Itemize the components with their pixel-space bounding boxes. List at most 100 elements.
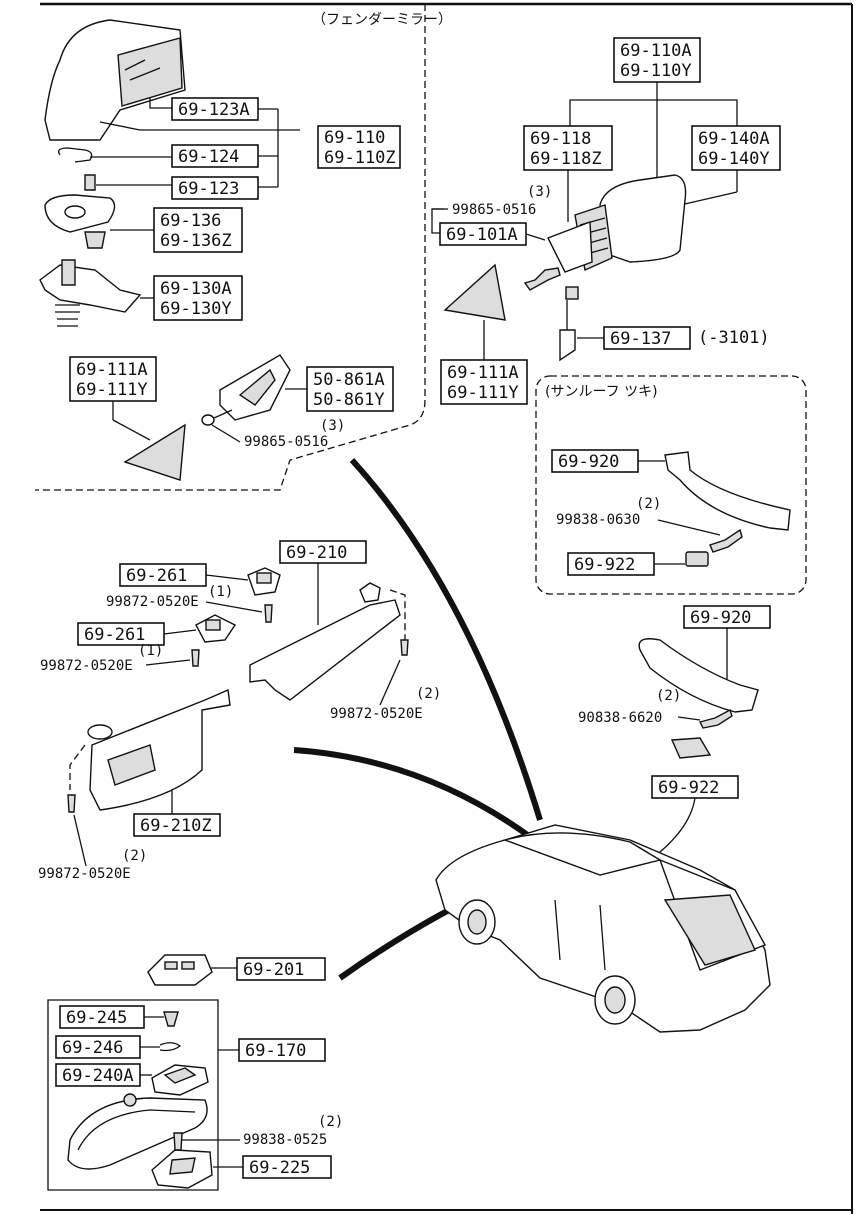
screw-99865-left-part [201, 409, 233, 426]
svg-text:(2): (2) [122, 848, 147, 864]
svg-text:69-240A: 69-240A [62, 1066, 134, 1086]
bulb-69-246-part [159, 1042, 182, 1052]
svg-text:(2): (2) [416, 686, 441, 702]
pivot-part [565, 286, 579, 300]
label-69-110: 69-110 69-110Z [317, 125, 401, 169]
svg-text:(1): (1) [138, 643, 163, 659]
label-69-110A: 69-110A 69-110Y [613, 37, 701, 83]
svg-text:99872-0520E: 99872-0520E [330, 706, 423, 722]
svg-text:69-110: 69-110 [324, 128, 385, 148]
svg-text:69-136Z: 69-136Z [160, 231, 232, 251]
svg-text:69-123: 69-123 [178, 179, 239, 199]
svg-text:50-861Y: 50-861Y [313, 390, 385, 410]
svg-text:69-920: 69-920 [558, 452, 619, 472]
screw-69-101A-part [523, 267, 561, 291]
svg-text:99838-0630: 99838-0630 [556, 512, 640, 528]
console-69-201-part [147, 954, 213, 986]
svg-text:(2): (2) [636, 496, 661, 512]
svg-text:99838-0525: 99838-0525 [243, 1132, 327, 1148]
label-69-111-right: 69-111A 69-111Y [440, 359, 528, 405]
svg-text:69-170: 69-170 [245, 1041, 306, 1061]
svg-text:99865-0516: 99865-0516 [244, 434, 328, 450]
svg-text:(3): (3) [320, 418, 345, 434]
label-69-201: 69-201 [236, 957, 326, 981]
grip-69-920-part [638, 638, 759, 713]
lamp-69-240A-part [151, 1064, 209, 1096]
door-mirror-part [547, 174, 687, 273]
svg-text:69-210: 69-210 [286, 543, 347, 563]
label-69-246: 69-246 [55, 1035, 141, 1059]
svg-text:90838-6620: 90838-6620 [578, 710, 662, 726]
label-69-920: 69-920 [683, 605, 771, 629]
label-69-922: 69-922 [651, 775, 739, 799]
pointer-line-mirror [349, 457, 543, 821]
label-69-140: 69-140A 69-140Y [691, 125, 781, 171]
station-wagon-car [435, 824, 771, 1033]
svg-text:69-225: 69-225 [249, 1158, 310, 1178]
svg-text:99872-0520E: 99872-0520E [40, 658, 133, 674]
fender-mirror-region [35, 4, 426, 491]
screw-99872-a-part [264, 604, 273, 623]
label-69-137: 69-137 [603, 326, 691, 350]
cover-69-111-left-part [123, 423, 186, 481]
label-69-130: 69-130A 69-130Y [153, 275, 243, 321]
svg-text:69-136: 69-136 [160, 211, 221, 231]
svg-text:69-118: 69-118 [530, 129, 591, 149]
fender-mirror-title: （フェンダーミラー） [312, 12, 452, 28]
bracket-69-130-part [39, 259, 142, 327]
label-69-922-sunroof: 69-922 [567, 552, 655, 576]
svg-text:69-110Y: 69-110Y [620, 61, 692, 81]
svg-text:69-130A: 69-130A [160, 279, 232, 299]
svg-text:50-861A: 50-861A [313, 370, 385, 390]
svg-text:69-246: 69-246 [62, 1038, 123, 1058]
svg-text:69-111A: 69-111A [76, 360, 148, 380]
svg-text:69-922: 69-922 [658, 778, 719, 798]
cover-69-225-part [151, 1149, 213, 1189]
label-69-136: 69-136 69-136Z [153, 207, 243, 253]
svg-text:69-101A: 69-101A [446, 225, 518, 245]
label-69-240A: 69-240A [55, 1063, 141, 1087]
svg-text:69-140A: 69-140A [698, 129, 770, 149]
svg-text:69-111A: 69-111A [447, 363, 519, 383]
svg-text:(2): (2) [318, 1114, 343, 1130]
harness-69-137-part [559, 300, 576, 362]
svg-text:69-110A: 69-110A [620, 41, 692, 61]
visor-69-210-part [249, 582, 409, 701]
mirror-69-170-part [67, 1093, 208, 1170]
sunroof-region [535, 375, 807, 595]
svg-text:69-111Y: 69-111Y [76, 380, 148, 400]
svg-text:(1): (1) [208, 584, 233, 600]
svg-text:69-111Y: 69-111Y [447, 383, 519, 403]
screw-99872-b-part [191, 649, 200, 667]
cap-69-922-sunroof-part [685, 551, 709, 567]
cover-69-111-right-part [443, 263, 506, 321]
label-69-170: 69-170 [238, 1038, 326, 1062]
label-69-123: 69-123 [171, 176, 259, 200]
svg-text:69-123A: 69-123A [178, 100, 250, 120]
clip-69-261-bottom-part [195, 614, 237, 643]
label-69-245: 69-245 [59, 1005, 145, 1029]
label-69-124: 69-124 [171, 144, 259, 168]
svg-text:69-261: 69-261 [126, 566, 187, 586]
clip-69-124-part [57, 147, 93, 163]
svg-text:69-124: 69-124 [178, 147, 239, 167]
svg-text:(3): (3) [527, 184, 552, 200]
screw-69-245-part [163, 1011, 179, 1027]
svg-text:99872-0520E: 99872-0520E [106, 594, 199, 610]
svg-text:99865-0516: 99865-0516 [452, 202, 536, 218]
fender-mirror-part [44, 19, 186, 141]
label-69-210: 69-210 [279, 540, 367, 564]
kit-69-170-frame [47, 999, 219, 1191]
grip-69-920-sunroof-part [664, 451, 791, 531]
screw-69-123-part [84, 174, 96, 191]
visor-69-210Z-part [67, 688, 231, 813]
cover-50-861-part [219, 354, 291, 421]
svg-text:69-140Y: 69-140Y [698, 149, 770, 169]
sunroof-title: (サンルーフ ツキ) [545, 384, 658, 400]
svg-text:69-245: 69-245 [66, 1008, 127, 1028]
svg-text:(-3101): (-3101) [698, 328, 770, 348]
screw-90838-6620-part [698, 708, 733, 729]
label-50-861: 50-861A 50-861Y [306, 366, 394, 412]
svg-text:69-201: 69-201 [243, 960, 304, 980]
